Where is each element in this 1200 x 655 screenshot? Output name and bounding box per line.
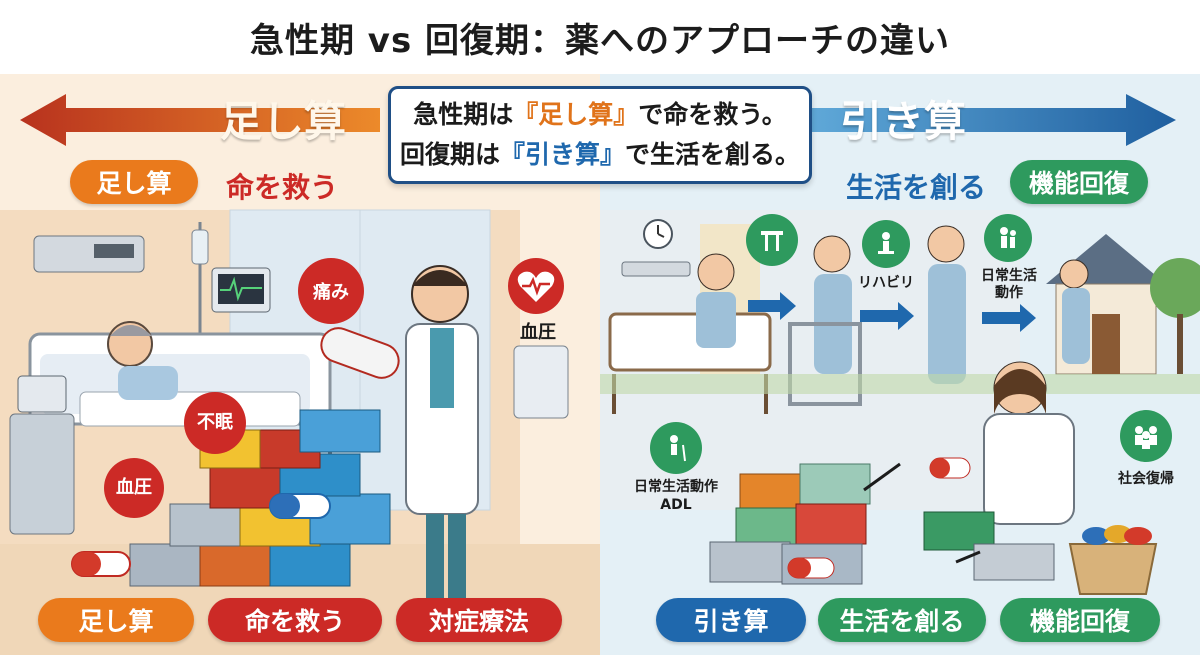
right-arrow-label: 引き算 [840,97,967,146]
heart-monitor-icon [508,258,564,314]
block [269,543,351,587]
left-tag-text: 命を救う [226,171,339,204]
left-tag-pill: 足し算 [70,160,198,204]
insomnia-bubble: 不眠 [184,392,246,454]
social-return-icon [1120,410,1172,462]
recovery-phase-panel: 引き算 生活を創る 機能回復 リハビリ 日常生活 動作 日常生活動作 ADL 社… [600,74,1200,655]
daily-activity-icon [984,214,1032,262]
left-arrow-label: 足し算 [220,97,347,146]
capsule [320,327,400,379]
walking-adl-icon [650,422,702,474]
rehab-label: リハビリ [858,275,914,291]
center-message-line2: 回復期は『引き算』で生活を創る。 [399,140,801,169]
right-arrow [812,94,1176,146]
right-tag-pill: 機能回復 [1010,160,1148,204]
block [795,503,867,545]
rehab-icon [862,220,910,268]
page-title: 急性期 vs 回復期：薬へのアプローチの違い [249,20,951,61]
blood-pressure-bubble: 血圧 [104,458,164,518]
bottom-pill-symptomatic: 対症療法 [396,598,562,642]
block [299,409,381,453]
pain-bubble: 痛み [298,258,364,324]
bottom-pill-subtraction: 引き算 [656,598,806,642]
block [709,541,791,583]
bottom-pill-function-recovery: 機能回復 [1000,598,1160,642]
center-message-line1: 急性期は『足し算』で命を救う。 [413,100,787,129]
block [129,543,211,587]
acute-phase-panel: 足し算 足し算 命を救う 痛み 不眠 血圧 血圧 足し算 命を救う 対症療法 [0,74,600,655]
block [799,463,871,505]
bottom-pill-create-life: 生活を創る [818,598,986,642]
block [169,503,251,547]
block [973,543,1055,581]
block [199,543,281,587]
left-arrow [20,94,380,146]
rehab-equipment-icon [746,214,798,266]
bp-icon-label: 血圧 [520,322,556,343]
bottom-pill-save-life: 命を救う [208,598,382,642]
daily-activity-label: 日常生活 動作 [981,268,1037,301]
center-message-box: 急性期は『足し算』で命を救う。 回復期は『引き算』で生活を創る。 [388,86,812,184]
social-return-label: 社会復帰 [1118,471,1174,487]
adl-label: 日常生活動作 ADL [634,479,718,513]
right-tag-text: 生活を創る [846,171,987,204]
bottom-pill-addition: 足し算 [38,598,194,642]
